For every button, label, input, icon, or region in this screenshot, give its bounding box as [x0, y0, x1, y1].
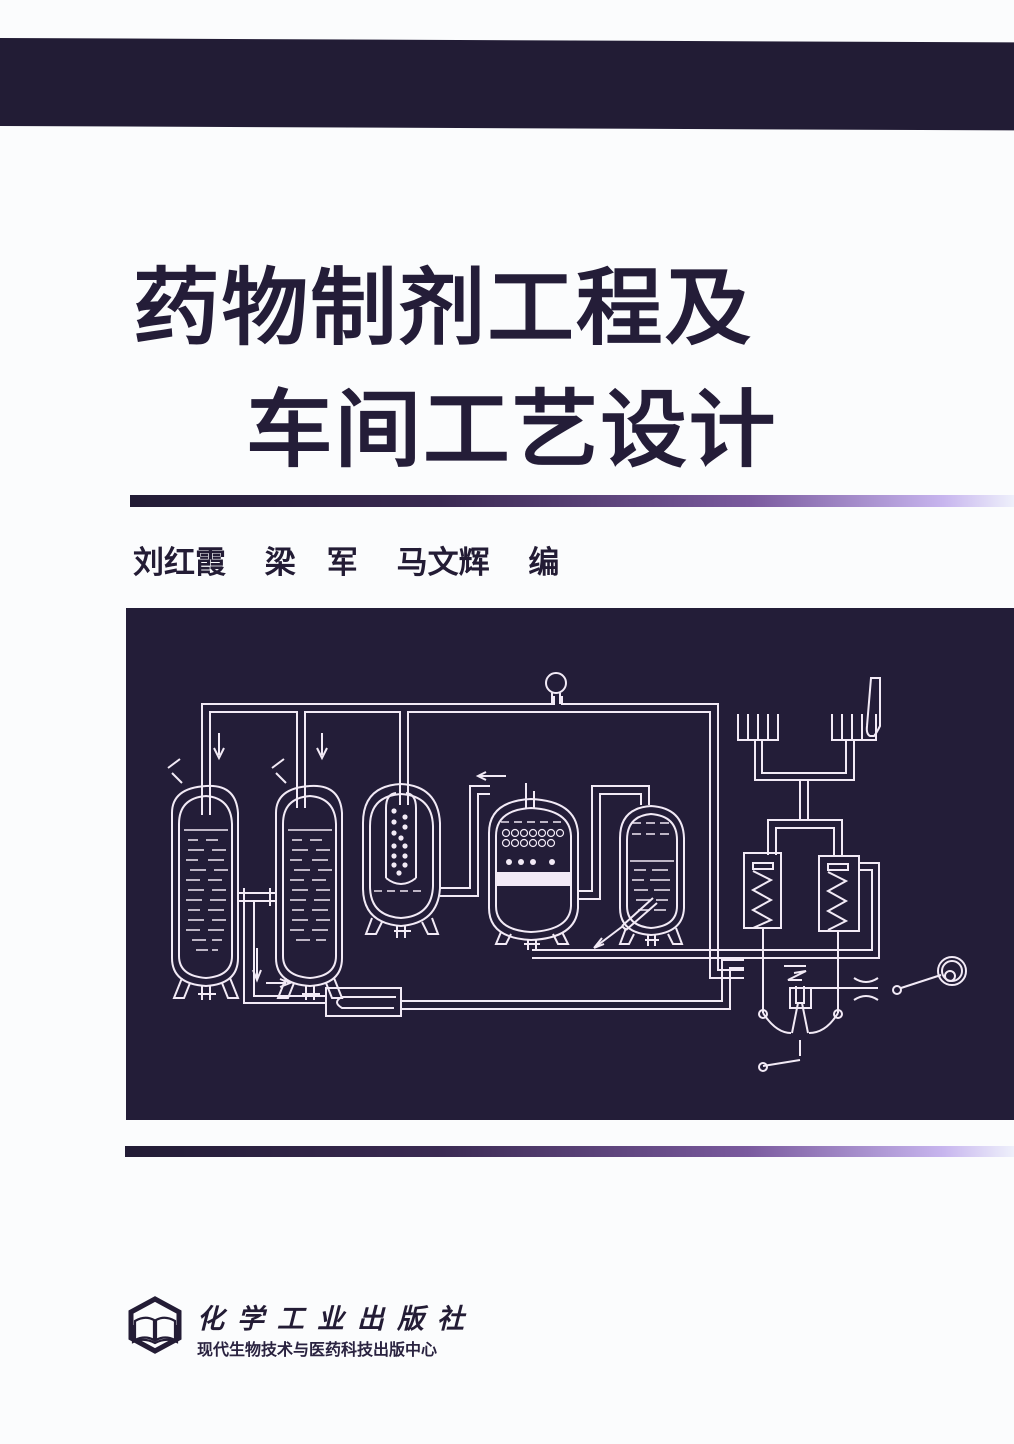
process-diagram-panel [126, 608, 1014, 1120]
top-color-band [0, 38, 1014, 131]
book-title-line-2: 车间工艺设计 [246, 381, 778, 479]
gradient-rule-bottom [125, 1146, 1014, 1157]
author-line: 刘红霞 梁 军 马文辉 编 [133, 537, 587, 582]
publisher-subdivision: 现代生物技术与医药科技出版中心 [197, 1340, 438, 1359]
author-3: 马文辉 [396, 545, 490, 581]
book-title-line-1: 药物制剂工程及 [133, 259, 754, 357]
gradient-rule-top [130, 495, 1014, 507]
author-2: 梁 军 [264, 545, 358, 581]
publisher-block: 化学工业出版社 现代生物技术与医药科技出版中心 [125, 1295, 625, 1375]
publisher-name: 化学工业出版社 [197, 1304, 477, 1335]
book-hexagon-logo-icon [128, 1296, 182, 1354]
process-flow-diagram-icon [167, 672, 967, 1072]
editor-role: 编 [528, 545, 560, 581]
author-1: 刘红霞 [133, 545, 226, 581]
